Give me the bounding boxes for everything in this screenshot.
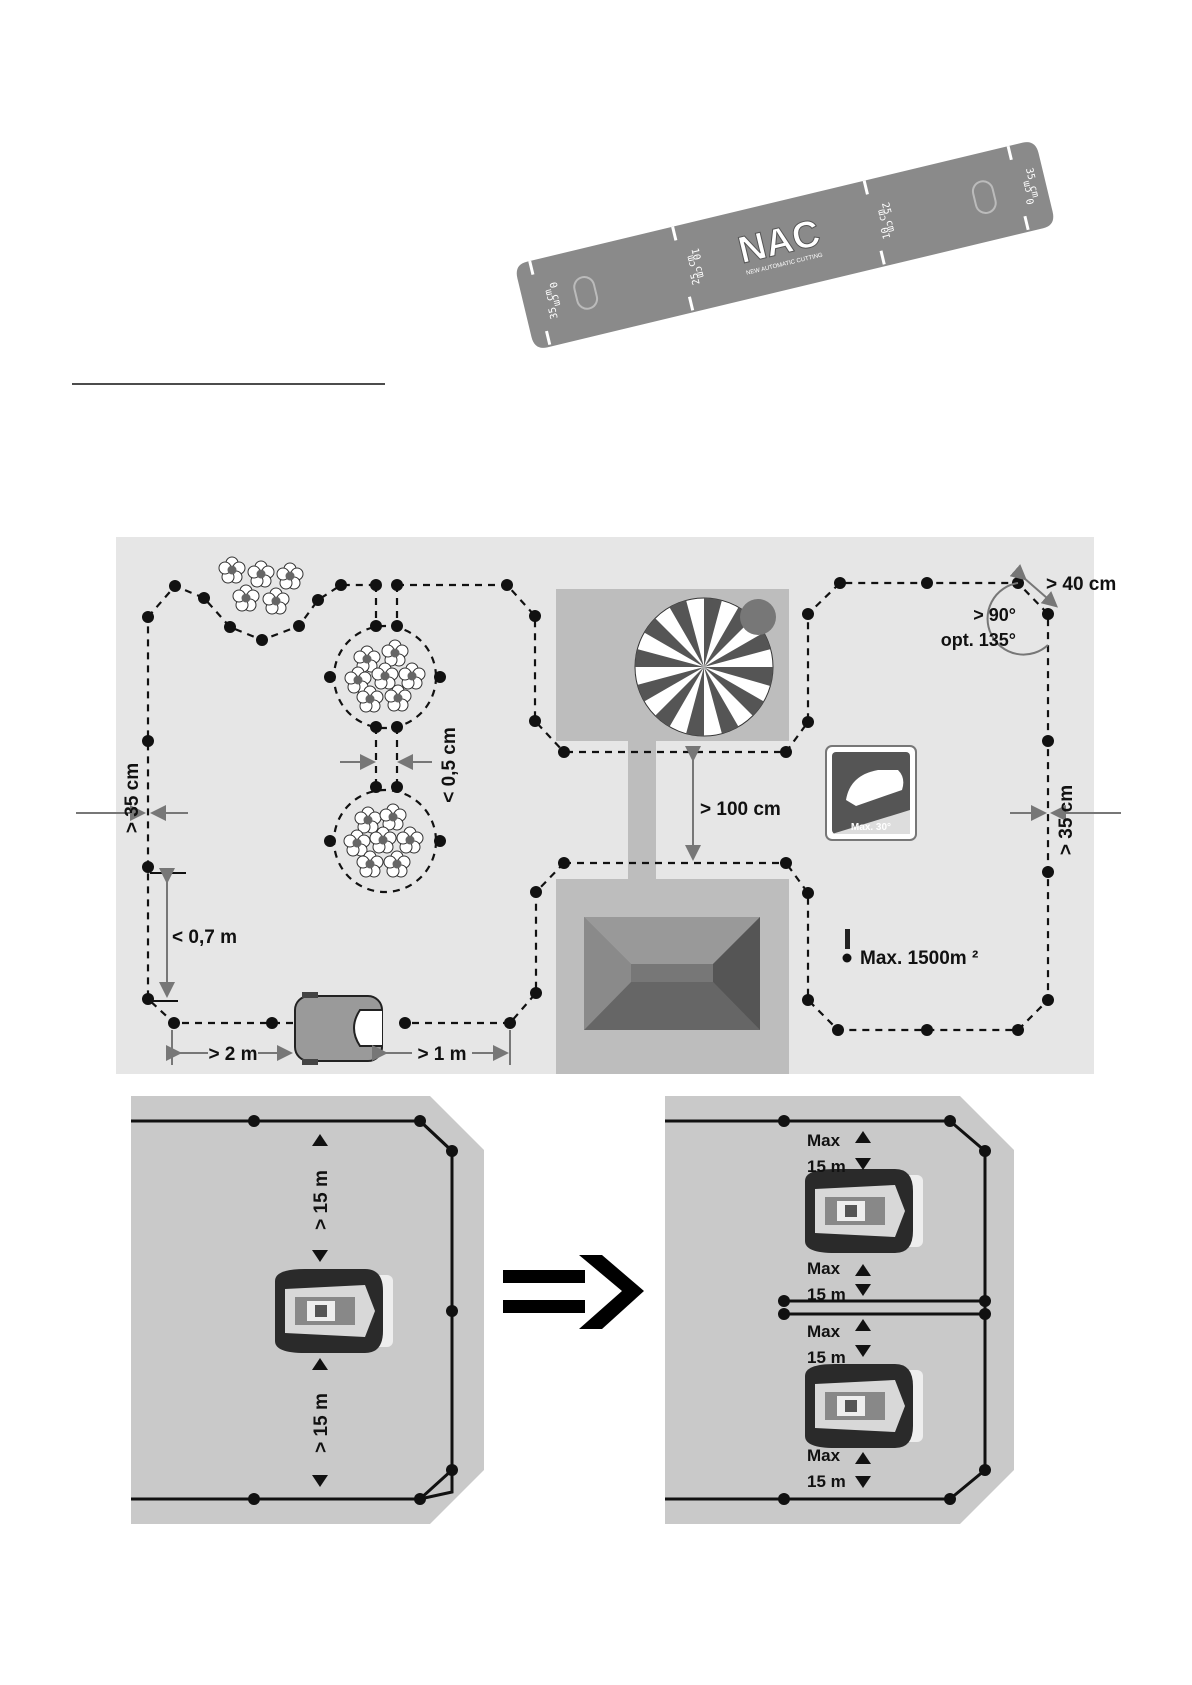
angle-opt-label: opt. 135° (941, 630, 1016, 650)
left-gap-label: > 35 cm (122, 763, 143, 833)
house-roof (584, 917, 760, 1030)
corner-dist-label: > 40 cm (1046, 574, 1116, 595)
path (628, 741, 656, 879)
max-area-label: Max. 1500m ² (860, 948, 978, 969)
right-gap-label: > 35 cm (1056, 785, 1077, 855)
slope-label: Max. 30° (851, 822, 891, 833)
zone-diagram-before: > 15 m > 15 m (131, 1096, 484, 1524)
zone-after-label-5: Max (807, 1322, 841, 1341)
robot-mower-top-icon (805, 1169, 923, 1253)
nac-ruler: 0 cm 35 cm 10 cm 25 cm 25 cm 10 cm 35 cm… (514, 140, 1056, 351)
corner-gap-label: < 0,7 m (172, 927, 237, 948)
path-gap-label: > 100 cm (700, 799, 781, 820)
angle-label: > 90° (973, 605, 1016, 625)
zone-after-label-6: 15 m (807, 1348, 846, 1367)
transition-arrow-icon (503, 1255, 644, 1329)
zone-before-label-1: > 15 m (311, 1170, 332, 1230)
robot-mower-icon (275, 1269, 393, 1353)
zone-diagram-after: Max 15 m Max 15 m Max 15 m Max 15 m (665, 1096, 1014, 1524)
zone-after-label-1: Max (807, 1131, 841, 1150)
station-left-label: > 2 m (208, 1044, 257, 1065)
zone-after-label-2: 15 m (807, 1157, 846, 1176)
charging-station (295, 992, 382, 1065)
zone-after-label-4: 15 m (807, 1285, 846, 1304)
zone-after-label-7: Max (807, 1446, 841, 1465)
zone-after-label-3: Max (807, 1259, 841, 1278)
zone-before-label-2: > 15 m (311, 1393, 332, 1453)
zone-after-label-8: 15 m (807, 1472, 846, 1491)
installation-layout-diagram: Max. 30° > 35 cm > 35 cm < 0,5 cm < 0,7 … (76, 537, 1121, 1074)
robot-mower-bottom-icon (805, 1364, 923, 1448)
slope-sign-icon: Max. 30° (826, 746, 916, 840)
flower-gap-label: < 0,5 cm (439, 727, 460, 803)
station-right-label: > 1 m (417, 1044, 466, 1065)
